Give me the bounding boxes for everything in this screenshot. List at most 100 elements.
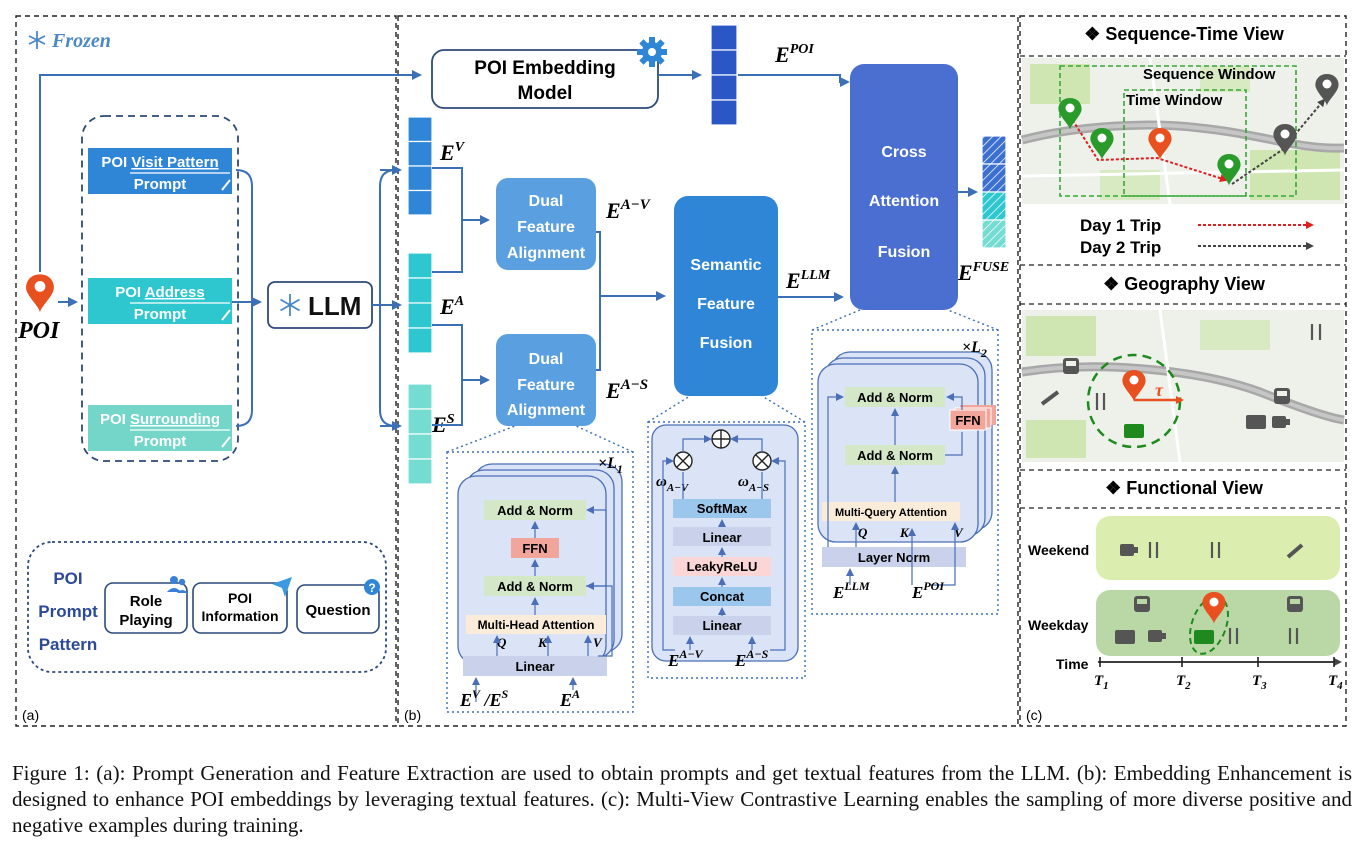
softmax-box (673, 499, 771, 518)
vector-cell (407, 302, 433, 329)
linear-box (463, 656, 607, 676)
ellm-label: ELLM (785, 268, 831, 293)
coffee-icon (1120, 544, 1138, 556)
es-to-dfa2 (432, 380, 463, 426)
restaurant-icon (1228, 628, 1239, 644)
k-label: K (899, 525, 910, 540)
time-window-label: Time Window (1126, 92, 1223, 109)
prompt-title: POI Address (115, 284, 204, 301)
dual-feature-alignment-1 (496, 178, 596, 270)
zoom-line (811, 309, 861, 331)
panel-b-frame (397, 15, 1019, 727)
dfa1-line3: Alignment (507, 245, 586, 262)
prompt-title: POI Visit Pattern (101, 154, 218, 171)
vector-cell (710, 74, 738, 101)
poi-embedding-model (431, 49, 659, 109)
add-norm-label: Add & Norm (857, 448, 933, 463)
dfa2-line1: Dual (529, 351, 564, 368)
w-av-label: ωA−V (656, 474, 690, 494)
vector-cell (981, 191, 1007, 221)
coffee-icon (1148, 630, 1166, 642)
help-icon: ? (364, 579, 380, 595)
poi-information-line2: Information (202, 608, 279, 624)
time-tick-label: T1 (1094, 673, 1109, 692)
zoom-line (575, 425, 634, 453)
dumbbell-icon (1286, 543, 1304, 559)
linear-label: Linear (702, 530, 741, 545)
briefcase-icon (1124, 424, 1144, 438)
trip-paths (1069, 98, 1326, 185)
panel-c-corner: (c) (1026, 707, 1042, 723)
dfa1-line1: Dual (529, 193, 564, 210)
role-playing-line2: Playing (119, 612, 172, 629)
linear-box (673, 527, 771, 546)
users-icon (167, 576, 188, 593)
caf-input-llm: ELLM (832, 579, 870, 602)
dfa-input-right: EA (559, 687, 580, 710)
zoom-line (947, 309, 999, 331)
seq-window-label: Sequence Window (1143, 66, 1276, 83)
caf-input-poi: EPOI (911, 579, 945, 602)
efuse-label: EFUSE (957, 260, 1009, 285)
snowflake-icon (28, 31, 46, 49)
prompt-title: POI Surrounding (100, 411, 220, 428)
time-axis-label: Time (1056, 656, 1089, 672)
add-norm-label: Add & Norm (497, 503, 573, 518)
dfa-detail-frame (446, 451, 634, 713)
leakyrelu-box (673, 557, 771, 576)
zoom-line (647, 395, 691, 423)
pencil-icon (221, 179, 231, 191)
map-texture (1021, 309, 1345, 463)
linear-label: Linear (515, 659, 554, 674)
poi-pin-icon (26, 274, 54, 313)
cross-attention-fusion (850, 64, 958, 310)
mha-box (466, 615, 606, 634)
sff-input-as: EA−S (734, 647, 769, 670)
linear-label: Linear (702, 618, 741, 633)
l2-repeat-label: ×L2 (962, 339, 987, 360)
role-playing-line1: Role (130, 593, 163, 610)
restaurant-icon (1288, 628, 1299, 644)
panel-a-corner: (a) (22, 707, 39, 723)
time-window (1123, 89, 1247, 197)
vector-cell (710, 99, 738, 126)
poi-model-line2: Model (518, 83, 573, 104)
pencil-icon (221, 309, 231, 321)
dumbbell-icon (1040, 390, 1060, 406)
poi-information-box (192, 582, 288, 634)
k-label: K (537, 635, 548, 650)
l1-repeat-label: ×L1 (598, 455, 623, 476)
vector-cell (407, 327, 433, 354)
prompt-suffix: Prompt (134, 306, 187, 323)
panel-b-corner: (b) (404, 707, 421, 723)
frozen-label: Frozen (51, 30, 111, 52)
concat-box (673, 587, 771, 606)
vector-cell (981, 135, 1007, 165)
epoi-label: EPOI (774, 42, 814, 67)
llm-output-bracket (372, 169, 397, 427)
day1-label: Day 1 Trip (1080, 216, 1161, 235)
zoom-line (761, 395, 806, 423)
ev-vector (407, 116, 433, 216)
sff-detail-frame (647, 421, 806, 679)
bus-icon (1287, 596, 1303, 612)
coffee-icon (1272, 416, 1290, 428)
ea-label: EA (439, 294, 464, 319)
figure-diagram: (a) (b) (c) Frozen POI POI Visit Pattern… (15, 15, 1347, 727)
add-norm-label: Add & Norm (857, 390, 933, 405)
layer-norm-label: Layer Norm (858, 550, 930, 565)
day2-label: Day 2 Trip (1080, 238, 1161, 257)
poi-to-model-arrow (39, 70, 422, 272)
fuse-vector (981, 135, 1007, 249)
dfa1-line2: Feature (517, 219, 575, 236)
restaurant-icon (1148, 542, 1159, 558)
map-texture (1020, 57, 1345, 205)
geo-view-title: ❖ Geography View (1103, 274, 1266, 294)
dfa-to-sff-arrow (596, 231, 664, 371)
add-norm-box (845, 445, 945, 465)
vector-cell (407, 433, 433, 460)
vector-cell (407, 189, 433, 216)
